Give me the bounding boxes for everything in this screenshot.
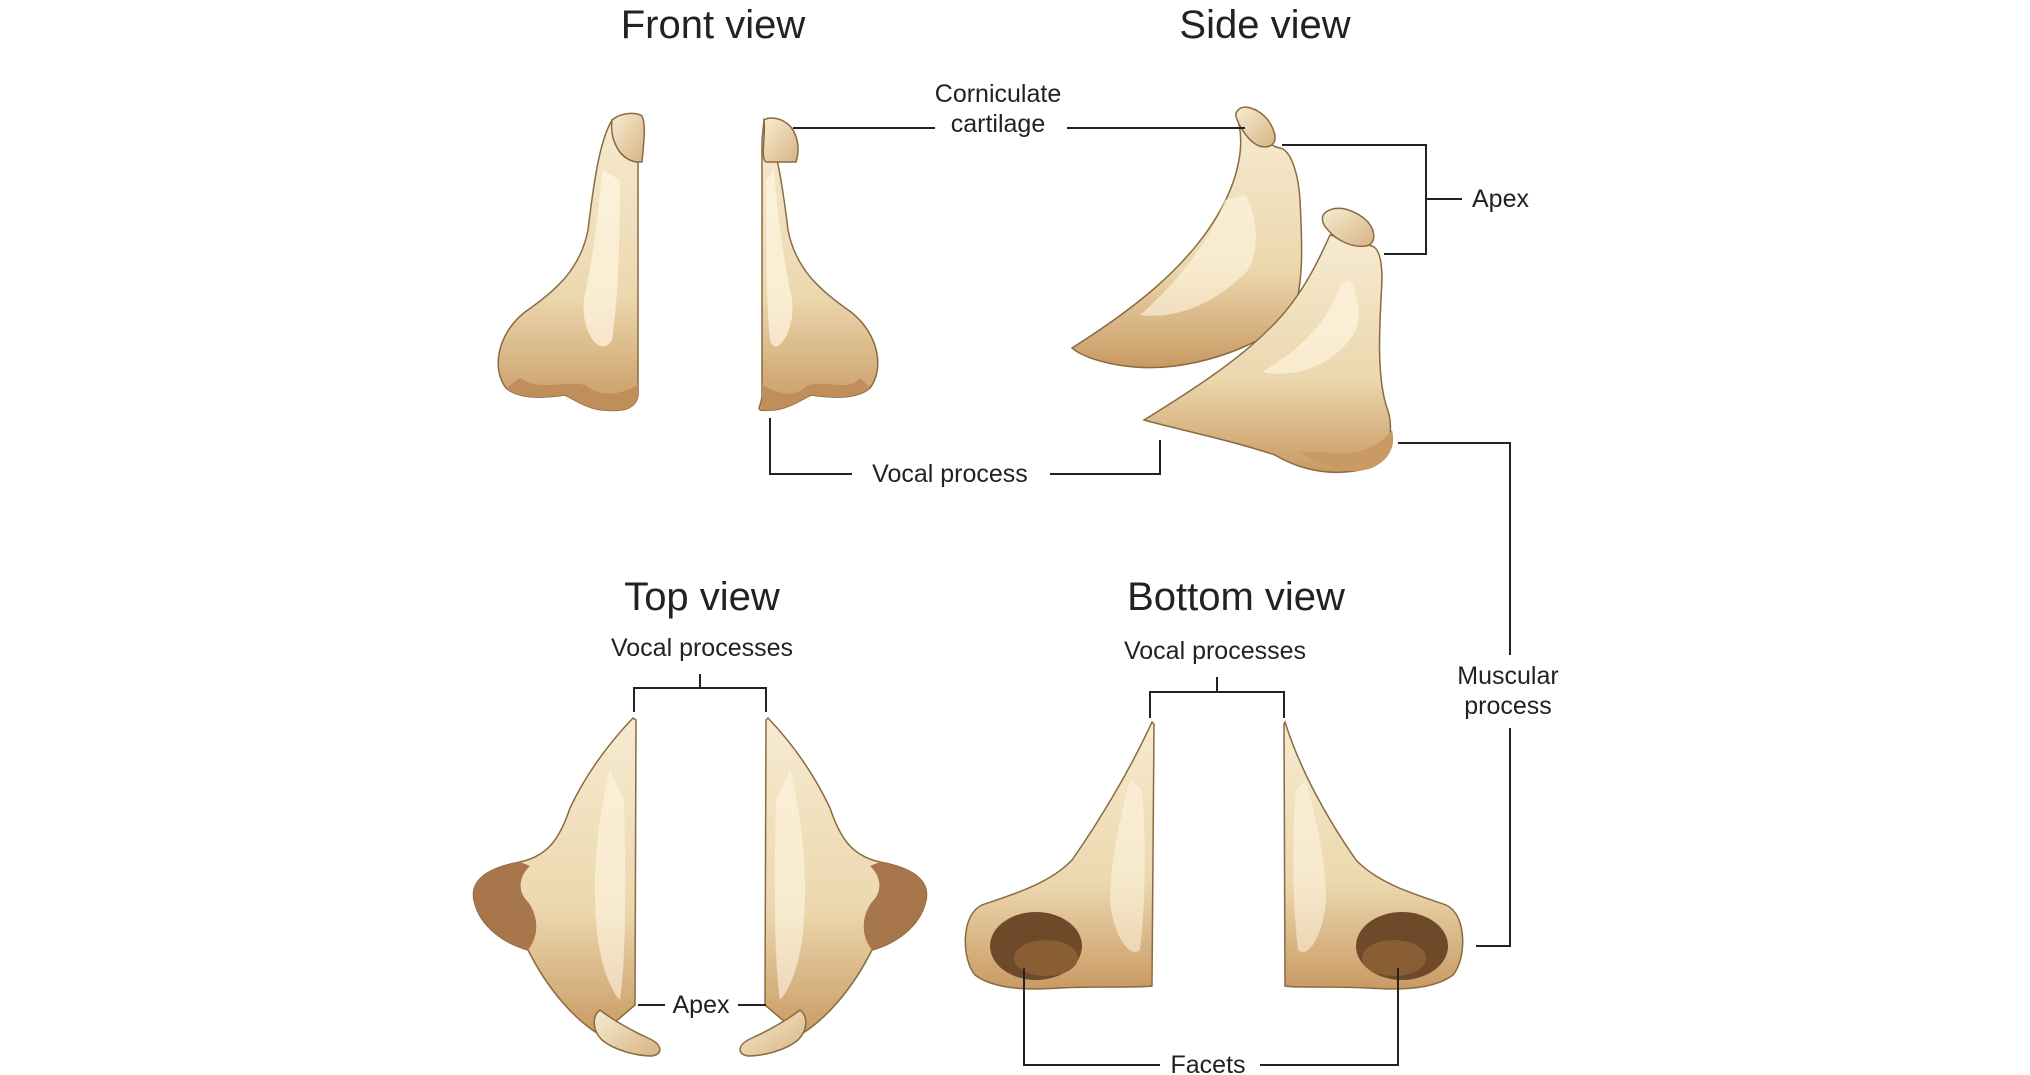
bottom-view-title: Bottom view <box>1127 575 1345 619</box>
corniculate-cartilage-label-line1: Corniculate <box>935 80 1061 108</box>
corniculate-cartilage-label-line2: cartilage <box>951 110 1046 138</box>
vocal-process-label: Vocal process <box>872 460 1028 488</box>
side-view-title: Side view <box>1179 3 1350 47</box>
top-view-right-cartilage <box>739 716 928 1057</box>
top-view-left-cartilage <box>472 717 661 1057</box>
facets-label: Facets <box>1170 1051 1245 1075</box>
front-view-right-cartilage <box>758 117 879 412</box>
apex-side-label: Apex <box>1472 185 1529 213</box>
muscular-process-label-line2: process <box>1464 692 1552 720</box>
top-view-title: Top view <box>624 575 780 619</box>
bottom-view-left-cartilage <box>964 720 1155 990</box>
vocal-processes-bottom-label: Vocal processes <box>1124 637 1306 665</box>
muscular-process-label-line1: Muscular <box>1457 662 1558 690</box>
front-view-left-cartilage <box>497 112 646 412</box>
side-view-front-cartilage <box>1142 207 1394 473</box>
bottom-view-right-cartilage <box>1283 720 1464 990</box>
leader-lines <box>633 127 1511 1066</box>
side-view-back-cartilage <box>1070 106 1303 369</box>
vocal-processes-top-label: Vocal processes <box>611 634 793 662</box>
front-view-title: Front view <box>621 3 806 47</box>
apex-top-label: Apex <box>673 991 730 1019</box>
